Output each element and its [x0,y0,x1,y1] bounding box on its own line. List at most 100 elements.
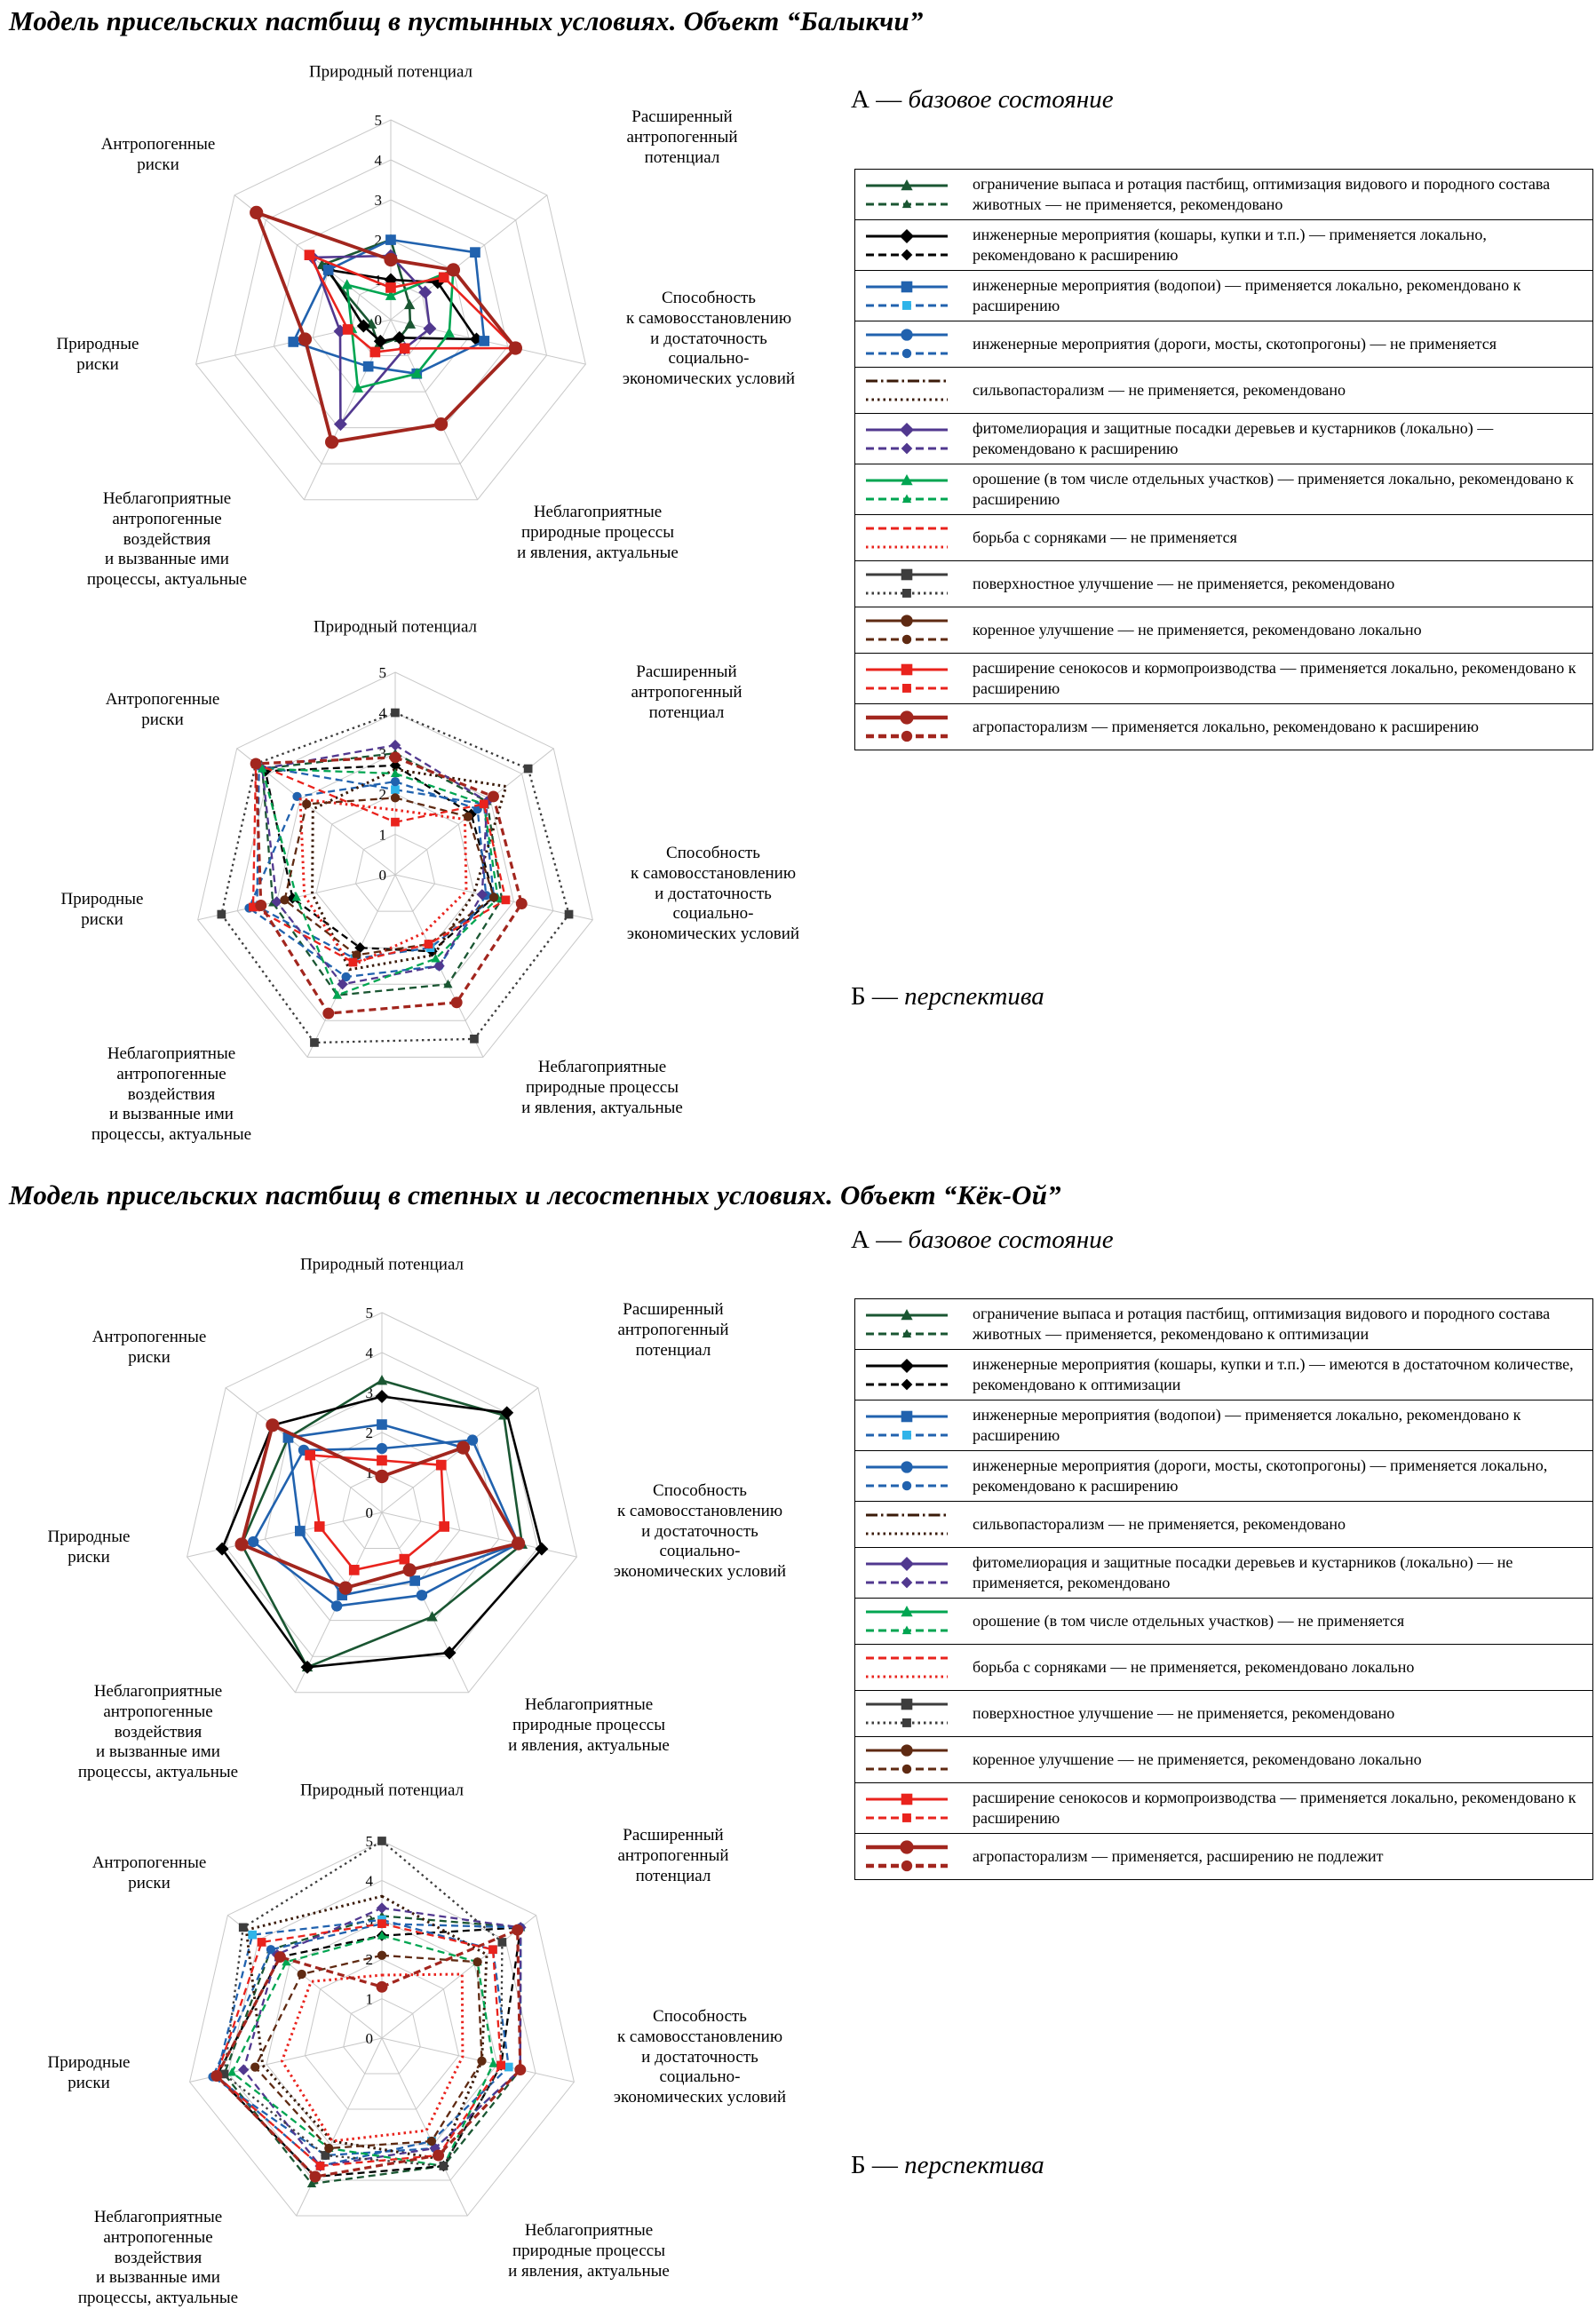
legend-sample-perspective-icon [866,1861,948,1872]
legend-marker-hayfields [855,1786,969,1831]
axis-label-balykchi_base-1: Расширенный антропогенный потенциал [626,107,738,167]
legend-sample-base-icon [866,1699,948,1710]
legend-marker-irrigation [855,1599,969,1644]
legend-item-silvo: сильвопасторализм — не применяется, реко… [855,368,1592,415]
legend-sample-base-icon [866,1358,948,1373]
svg-text:2: 2 [375,232,383,249]
axis-label-balykchi_perspective-4: Неблагоприятные антропогенные воздействи… [91,1044,252,1145]
legend-sample-perspective-icon [866,1329,948,1337]
legend-sample-perspective-icon [866,249,948,260]
svg-text:4: 4 [366,1872,374,1889]
axis-label-kokoy_base-3: Неблагоприятные природные процессы и явл… [508,1694,670,1755]
axis-label-kokoy_base-4: Неблагоприятные антропогенные воздействи… [77,1682,239,1782]
legend-text-silvo: сильвопасторализм — не применяется, реко… [973,1515,1346,1534]
legend-sample-base-icon [866,1744,948,1757]
axis-label-balykchi_base-6: Антропогенные риски [100,135,216,174]
section-name: базовое состояние [908,85,1114,114]
section-letter: Б — [851,2151,905,2179]
legend-text-irrigation: орошение (в том числе отдельных участков… [973,1612,1405,1631]
legend-sample-base-icon [866,710,948,725]
legend-sample-base-icon [866,1461,948,1473]
legend-sample-base-icon [866,663,948,676]
legend-item-phyto: фитомелиорация и защитные посадки деревь… [855,1548,1592,1599]
legend-marker-silvo [855,1502,969,1547]
legend-text-weeds: борьба с сорняками — не применяется, рек… [973,1658,1415,1677]
axis-label-balykchi_base-4: Неблагоприятные антропогенные воздействи… [86,489,248,590]
axis-label-kokoy_perspective-2: Способность к самовосстановлению и доста… [613,2007,787,2107]
legend-sample-perspective-icon [866,442,948,455]
legend-text-hayfields: расширение сенокосов и кормопроизводства… [973,659,1576,698]
legend-text-grazing: ограничение выпаса и ротация пастбищ, оп… [973,175,1551,214]
legend-marker-radical [855,1737,969,1782]
axis-label-kokoy_base-1: Расширенный антропогенный потенциал [617,1299,729,1360]
legend-sample-base-icon [866,281,948,292]
legend-sample-base-icon [866,473,948,486]
legend-sample-base-icon [866,1656,948,1660]
legend-item-grazing: ограничение выпаса и ротация пастбищ, оп… [855,1299,1592,1351]
section-label-perspective-1: Б — перспектива [851,982,1044,1012]
legend-marker-surface [855,561,969,607]
figure-title-balykchi: Модель присельских пастбищ в пустынных у… [9,5,924,36]
axis-label-balykchi_perspective-0: Природный потенциал [313,617,478,637]
legend-item-irrigation: орошение (в том числе отдельных участков… [855,464,1592,516]
svg-text:0: 0 [366,1504,374,1521]
axis-label-balykchi_perspective-6: Антропогенные риски [105,690,220,729]
legend-marker-roads [855,1454,969,1499]
legend-sample-perspective-icon [866,731,948,742]
legend-text-agro: агропасторализм — применяется локально, … [973,718,1479,736]
legend-sample-base-icon [866,179,948,190]
legend-sample-base-icon [866,1556,948,1571]
legend-marker-water [855,1403,969,1448]
legend-sample-perspective-icon [866,1480,948,1490]
legend-item-irrigation: орошение (в том числе отдельных участков… [855,1599,1592,1646]
axis-label-kokoy_base-5: Природные риски [47,1527,131,1567]
axis-label-balykchi_perspective-2: Способность к самовосстановлению и доста… [626,844,800,944]
axis-label-kokoy_base-6: Антропогенные риски [91,1328,207,1367]
legend-item-water: инженерные мероприятия (водопои) — приме… [855,271,1592,322]
legend-marker-water [855,274,969,319]
svg-text:3: 3 [366,1385,374,1401]
legend-text-grazing: ограничение выпаса и ротация пастбищ, оп… [973,1305,1551,1344]
axis-label-kokoy_base-2: Способность к самовосстановлению и доста… [613,1481,787,1582]
legend-text-water: инженерные мероприятия (водопои) — приме… [973,1406,1521,1445]
svg-text:2: 2 [366,1951,374,1968]
svg-text:5: 5 [366,1833,374,1850]
legend-sample-perspective-icon [866,545,948,549]
legend-item-radical: коренное улучшение — не применяется, рек… [855,607,1592,655]
legend-marker-grazing [855,1302,969,1347]
axis-label-kokoy_perspective-5: Природные риски [47,2053,131,2092]
axis-label-balykchi_base-5: Природные риски [56,335,139,374]
svg-text:4: 4 [375,152,383,169]
axis-label-balykchi_perspective-1: Расширенный антропогенный потенциал [631,662,742,722]
legend-marker-silvo [855,368,969,413]
legend-marker-weeds [855,1645,969,1690]
section-letter: А — [851,1226,909,1254]
section-label-base-1: А — базовое состояние [851,85,1114,115]
legend-sample-perspective-icon [866,1813,948,1822]
legend-sample-base-icon [866,1840,948,1854]
legend-marker-weeds [855,515,969,560]
legend-sample-perspective-icon [866,1718,948,1728]
legend-text-surface: поверхностное улучшение — не применяется… [973,575,1395,593]
legend-sample-base-icon [866,1410,948,1422]
legend-item-surface: поверхностное улучшение — не применяется… [855,1691,1592,1738]
legend-item-roads: инженерные мероприятия (дороги, мосты, с… [855,1451,1592,1503]
legend-text-radical: коренное улучшение — не применяется, рек… [973,1750,1422,1769]
legend-text-sheds: инженерные мероприятия (кошары, купки и … [973,226,1487,265]
section-name: перспектива [904,2151,1044,2179]
section-label-perspective-2: Б — перспектива [851,2151,1044,2180]
legend-item-sheds: инженерные мероприятия (кошары, купки и … [855,220,1592,272]
legend-sample-perspective-icon [866,1765,948,1774]
legend-text-agro: агропасторализм — применяется, расширени… [973,1847,1384,1866]
legend-sample-perspective-icon [866,199,948,208]
axis-label-balykchi_perspective-3: Неблагоприятные природные процессы и явл… [521,1057,683,1117]
section-letter: А — [851,85,909,114]
